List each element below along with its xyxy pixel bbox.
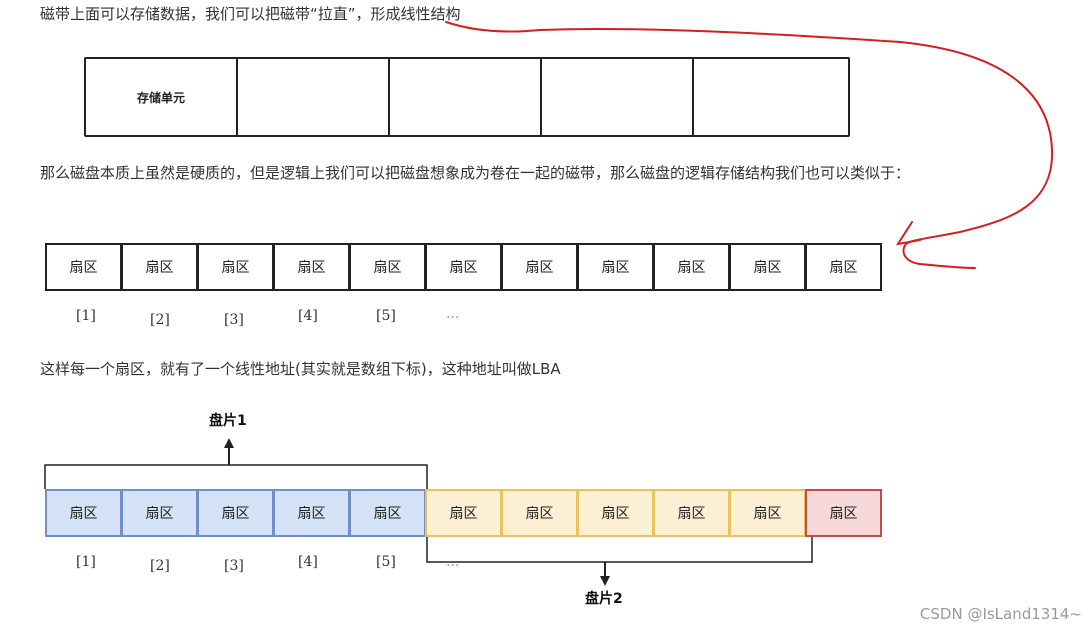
plate2-label: 盘片2 — [585, 591, 623, 607]
red-annotation-curve — [445, 21, 1054, 269]
sector-cell: 扇区 — [653, 489, 730, 537]
tape-cell: 存储单元 — [86, 59, 238, 135]
sector-index: [3] — [224, 558, 244, 574]
tape-cell — [390, 59, 542, 135]
sector-cell: 扇区 — [501, 489, 578, 537]
intro-text: 磁带上面可以存储数据，我们可以把磁带“拉直”，形成线性结构 — [40, 5, 461, 23]
sector-index: [5] — [376, 554, 396, 570]
sector-index: [1] — [76, 308, 96, 324]
lba-text: 这样每一个扇区，就有了一个线性地址(其实就是数组下标)，这种地址叫做LBA — [40, 360, 561, 378]
sector-cell: 扇区 — [273, 489, 350, 537]
sector-index: [2] — [150, 558, 170, 574]
sector-index: [2] — [150, 312, 170, 328]
sector-cell: 扇区 — [121, 489, 198, 537]
plate2-bracket — [426, 537, 813, 563]
sector-row-plates: 扇区 扇区 扇区 扇区 扇区 扇区 扇区 扇区 扇区 扇区 扇区 — [45, 489, 882, 537]
sector-index-ellipsis: ... — [446, 306, 460, 322]
sector-cell: 扇区 — [501, 243, 578, 291]
plate1-label: 盘片1 — [209, 413, 247, 429]
sector-cell: 扇区 — [349, 243, 426, 291]
sector-cell: 扇区 — [349, 489, 426, 537]
sector-cell: 扇区 — [805, 243, 882, 291]
disk-analogy-text: 那么磁盘本质上虽然是硬质的，但是逻辑上我们可以把磁盘想象成为卷在一起的磁带，那么… — [40, 164, 911, 182]
plate2-arrowhead — [600, 576, 610, 586]
sector-cell: 扇区 — [805, 489, 882, 537]
sector-row-linear: 扇区 扇区 扇区 扇区 扇区 扇区 扇区 扇区 扇区 扇区 扇区 — [45, 243, 882, 291]
tape-diagram: 存储单元 — [84, 57, 850, 137]
sector-cell: 扇区 — [577, 489, 654, 537]
watermark: CSDN @IsLand1314~ — [919, 605, 1082, 623]
plate1-arrowhead — [224, 438, 234, 448]
sector-cell: 扇区 — [197, 489, 274, 537]
sector-cell: 扇区 — [653, 243, 730, 291]
sector-cell: 扇区 — [425, 243, 502, 291]
sector-cell: 扇区 — [45, 243, 122, 291]
sector-cell: 扇区 — [273, 243, 350, 291]
sector-index: [3] — [224, 312, 244, 328]
tape-cell — [542, 59, 694, 135]
sector-index: [4] — [298, 554, 318, 570]
sector-cell: 扇区 — [729, 489, 806, 537]
sector-index: [5] — [376, 308, 396, 324]
tape-cell — [238, 59, 390, 135]
red-arrowhead — [895, 221, 921, 246]
plate1-bracket — [44, 464, 428, 489]
sector-index: [1] — [76, 554, 96, 570]
sector-index: [4] — [298, 308, 318, 324]
